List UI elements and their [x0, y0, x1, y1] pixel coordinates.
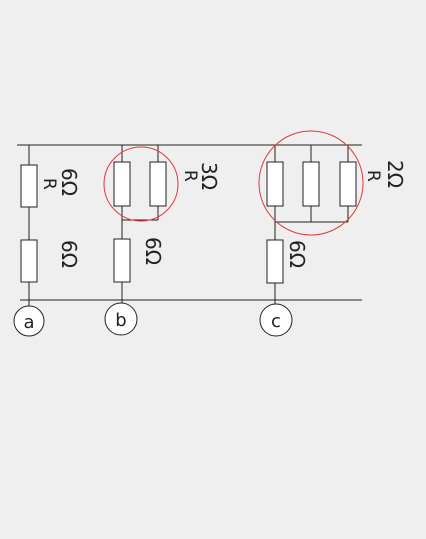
branch-c: c R 2Ω 6Ω — [258, 130, 407, 337]
branch-c-top-value: 2Ω — [383, 160, 407, 188]
branch-a: a R 6Ω 6Ω — [13, 145, 81, 337]
node-a-label: a — [23, 312, 34, 333]
branch-a-bottom-value: 6Ω — [57, 240, 81, 268]
branch-b-parallel-resistor-2 — [149, 161, 167, 207]
branch-a-top-name: R — [39, 178, 59, 190]
node-c-circle — [259, 303, 293, 337]
branch-c-bottom-value: 6Ω — [285, 240, 309, 268]
branch-c-parallel-resistor-3 — [339, 161, 357, 207]
branch-b-parallel-resistor-1 — [113, 161, 131, 207]
branch-c-parallel-resistor-2 — [302, 161, 320, 207]
branch-b-top-name: R — [180, 170, 200, 182]
branch-b: b R 3Ω 6Ω — [103, 145, 221, 336]
node-b-circle — [104, 302, 138, 336]
branch-b-top-value: 3Ω — [197, 162, 221, 190]
branch-b-bottom-resistor — [113, 238, 131, 283]
node-b-label: b — [115, 310, 126, 331]
branch-b-bottom-value: 6Ω — [141, 237, 165, 265]
branch-c-parallel-resistor-1 — [266, 161, 284, 207]
branch-b-highlight-circle — [103, 146, 179, 222]
node-a-circle — [13, 305, 45, 337]
branch-a-top-value: 6Ω — [57, 168, 81, 196]
branch-c-highlight-circle — [258, 130, 364, 236]
branch-a-bottom-resistor — [20, 239, 38, 283]
branch-c-bottom-resistor — [266, 239, 284, 284]
branch-c-top-name: R — [363, 170, 383, 182]
node-c-label: c — [271, 311, 281, 332]
branch-a-top-resistor — [20, 164, 38, 208]
